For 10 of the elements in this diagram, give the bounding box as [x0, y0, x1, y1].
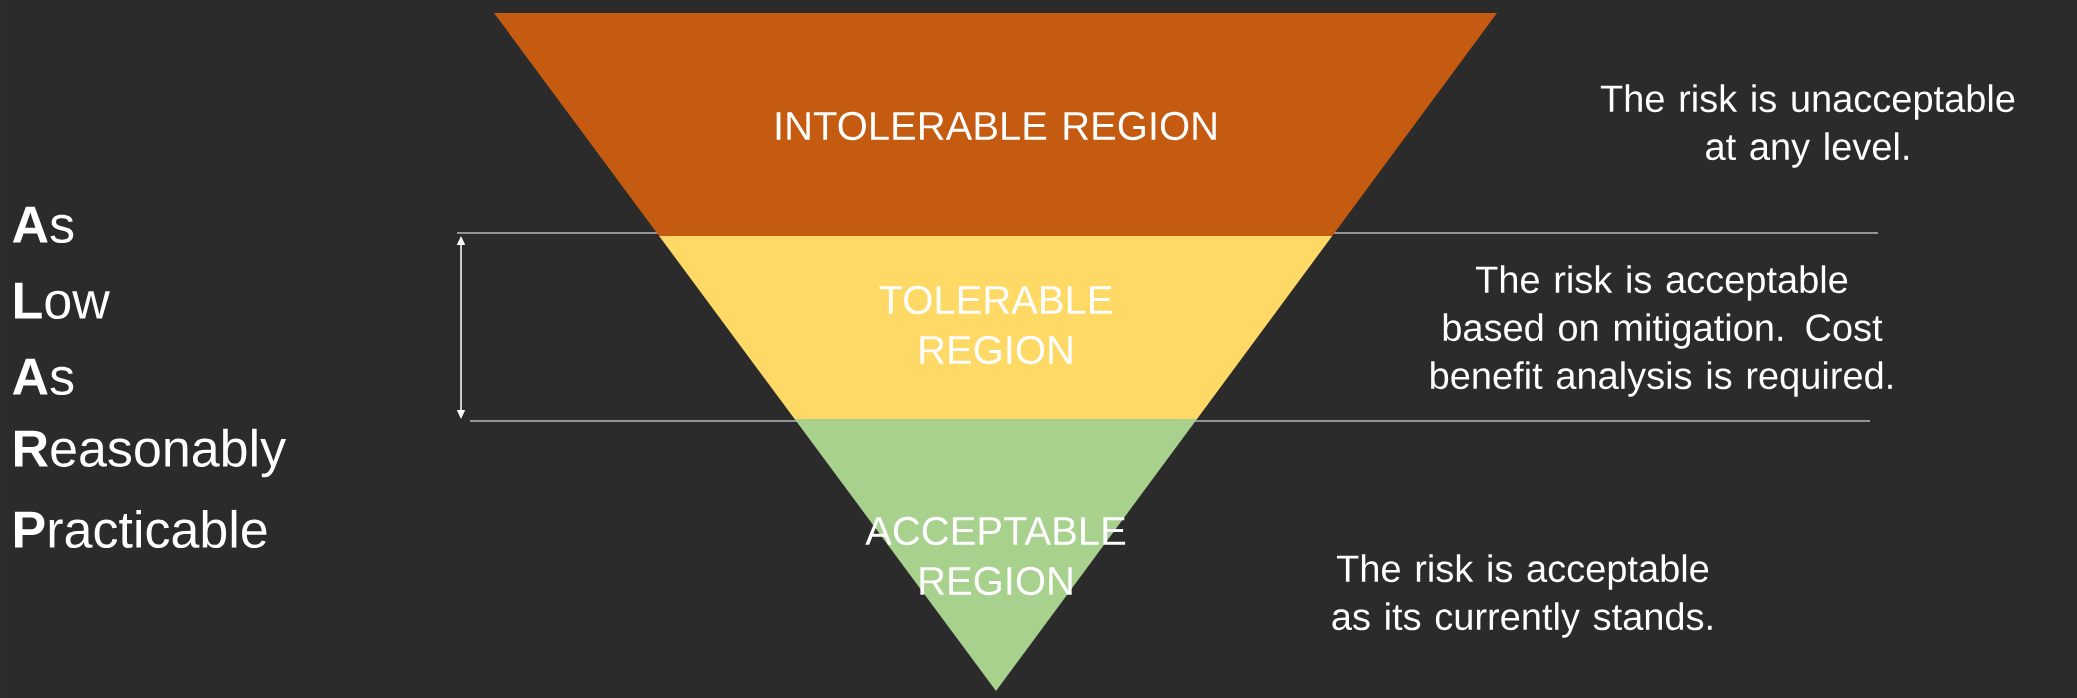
- region-band: TOLERABLE REGION: [659, 236, 1333, 419]
- description-text: The risk is acceptable as its currently stands.: [1332, 554, 1712, 638]
- region-band: INTOLERABLE REGION: [494, 13, 1497, 236]
- acronym-word: Practicable: [15, 509, 267, 549]
- description-text: The risk is acceptable based on mitigation. Cost benefit analysis is required.: [1431, 265, 1892, 397]
- acronym-word: As: [12, 206, 74, 244]
- description-text: The risk is unacceptable at any level.: [1600, 84, 2015, 168]
- acronym-word: As: [12, 358, 74, 396]
- acronym-word: Low: [15, 282, 110, 320]
- acronym-word: Reasonably: [15, 428, 287, 478]
